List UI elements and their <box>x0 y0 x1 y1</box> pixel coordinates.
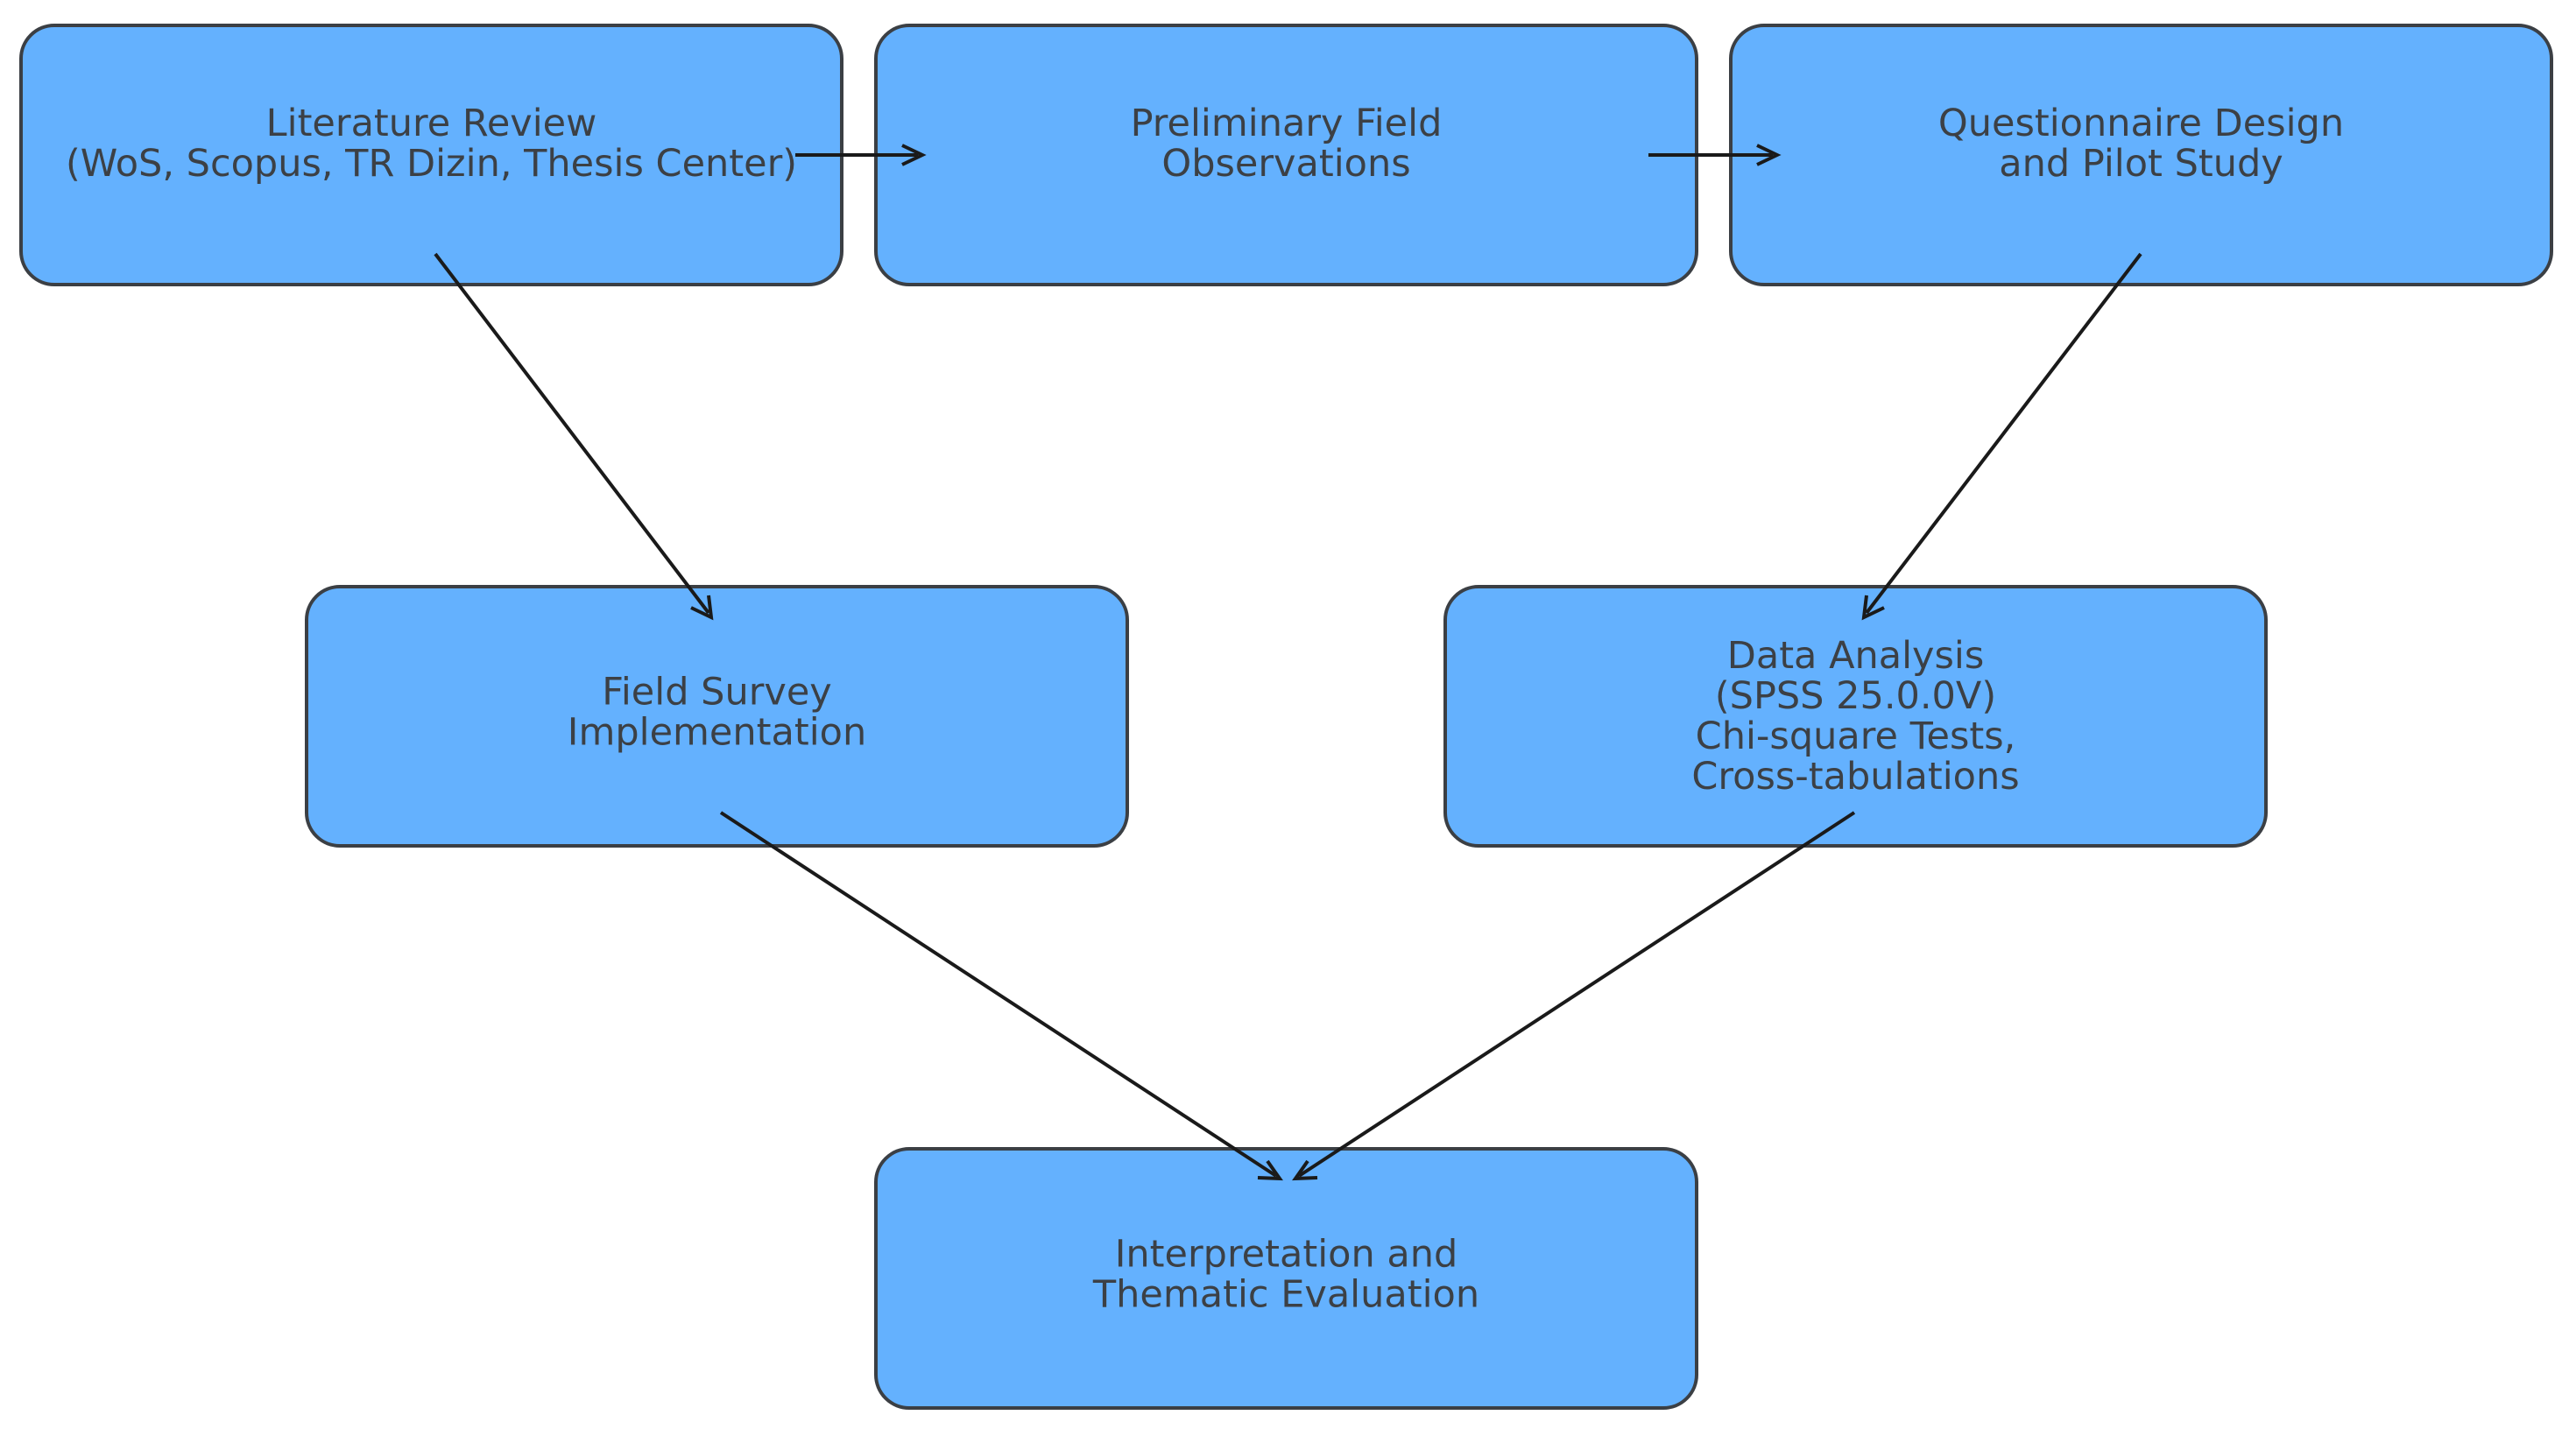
node-label-line: Literature Review <box>265 102 597 146</box>
arrow-lit-to-fs <box>434 252 714 621</box>
node-label: Data Analysis (SPSS 25.0.0V) Chi-square … <box>1447 636 2264 797</box>
node-label-line: Questionnaire Design <box>1937 102 2345 146</box>
node-label-line: Chi-square Tests, <box>1695 714 2016 758</box>
node-label-line: and Pilot Study <box>1999 142 2283 187</box>
node-preliminary-field-observations: Preliminary Field Observations <box>874 24 1698 286</box>
node-label: Interpretation and Thematic Evaluation <box>878 1234 1695 1314</box>
node-field-survey: Field Survey Implementation <box>305 585 1129 848</box>
node-label: Preliminary Field Observations <box>878 103 1695 184</box>
node-label-line: Cross-tabulations <box>1691 755 2020 799</box>
arrow-qd-to-da <box>1861 252 2142 621</box>
node-interpretation: Interpretation and Thematic Evaluation <box>874 1147 1698 1410</box>
node-label: Questionnaire Design and Pilot Study <box>1733 103 2550 184</box>
arrow-fs-to-int <box>719 811 1283 1181</box>
node-data-analysis: Data Analysis (SPSS 25.0.0V) Chi-square … <box>1443 585 2268 848</box>
node-label-line: Data Analysis <box>1726 634 1985 678</box>
arrow-da-to-int <box>1292 811 1856 1181</box>
node-literature-review: Literature Review (WoS, Scopus, TR Dizin… <box>19 24 843 286</box>
node-label-line: Thematic Evaluation <box>1092 1272 1480 1317</box>
node-label-line: Preliminary Field <box>1130 102 1443 146</box>
node-label: Literature Review (WoS, Scopus, TR Dizin… <box>23 103 840 184</box>
node-label-line: (SPSS 25.0.0V) <box>1714 674 1997 718</box>
node-label-line: Observations <box>1161 142 1411 187</box>
node-questionnaire-design: Questionnaire Design and Pilot Study <box>1729 24 2553 286</box>
node-label-line: Implementation <box>567 710 867 755</box>
node-label: Field Survey Implementation <box>308 672 1126 752</box>
node-label-line: Interpretation and <box>1114 1232 1458 1277</box>
node-label-line: Field Survey <box>602 670 832 714</box>
node-label-line: (WoS, Scopus, TR Dizin, Thesis Center) <box>65 142 798 187</box>
